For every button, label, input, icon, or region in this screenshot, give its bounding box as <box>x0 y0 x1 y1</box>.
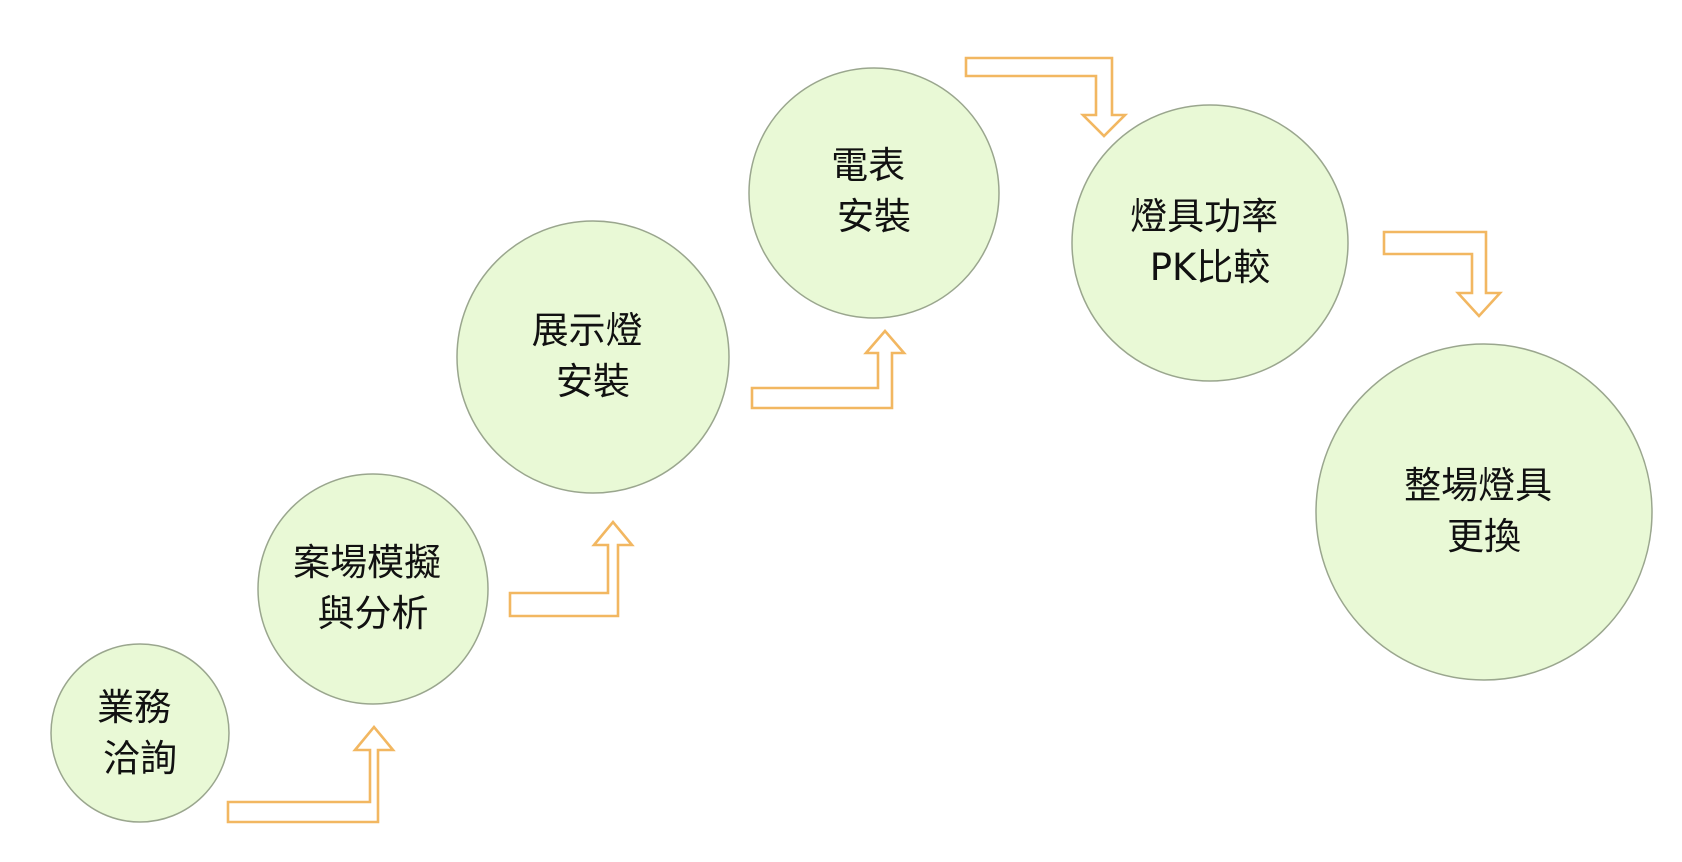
step-label-line-2: 安裝 <box>556 360 630 403</box>
bent-down-arrow-4-5 <box>964 56 1129 138</box>
step-label-line-2: 與分析 <box>318 592 429 635</box>
step-label: 整場燈具 更換 <box>1404 464 1564 558</box>
step-node-3: 展示燈 安裝 <box>456 220 730 494</box>
step-circle <box>50 643 230 823</box>
step-circle <box>257 473 489 705</box>
step-circle <box>748 67 1000 319</box>
step-label: 展示燈 安裝 <box>532 309 655 403</box>
step-circle <box>1315 343 1653 681</box>
step-circle <box>456 220 730 494</box>
step-label-line-2: 更換 <box>1447 515 1521 558</box>
step-label-line-1: 電表 <box>831 144 905 187</box>
bent-up-arrow-2-3 <box>508 519 635 618</box>
step-node-4: 電表 安裝 <box>748 67 1000 319</box>
step-label-line-2: PK比較 <box>1150 246 1271 289</box>
step-node-5: 燈具功率 PK比較 <box>1071 104 1349 382</box>
step-label-line-1: 展示燈 <box>532 309 643 352</box>
step-label: 燈具功率 PK比較 <box>1130 195 1290 289</box>
step-label-line-1: 整場燈具 <box>1404 464 1552 507</box>
step-circle <box>1071 104 1349 382</box>
bent-down-arrow-5-6 <box>1382 230 1503 318</box>
step-label-line-2: 洽詢 <box>103 737 177 780</box>
step-label-line-1: 案場模擬 <box>293 541 441 584</box>
step-label: 案場模擬 與分析 <box>293 541 453 635</box>
step-label: 業務 洽詢 <box>97 686 183 780</box>
step-label-line-2: 安裝 <box>837 195 911 238</box>
step-node-2: 案場模擬 與分析 <box>257 473 489 705</box>
step-label-line-1: 燈具功率 <box>1130 195 1278 238</box>
bent-up-arrow-3-4 <box>750 329 907 410</box>
step-label: 電表 安裝 <box>831 144 917 238</box>
step-node-1: 業務 洽詢 <box>50 643 230 823</box>
bent-up-arrow-1-2 <box>226 724 396 824</box>
step-label-line-1: 業務 <box>97 686 171 729</box>
step-node-6: 整場燈具 更換 <box>1315 343 1653 681</box>
